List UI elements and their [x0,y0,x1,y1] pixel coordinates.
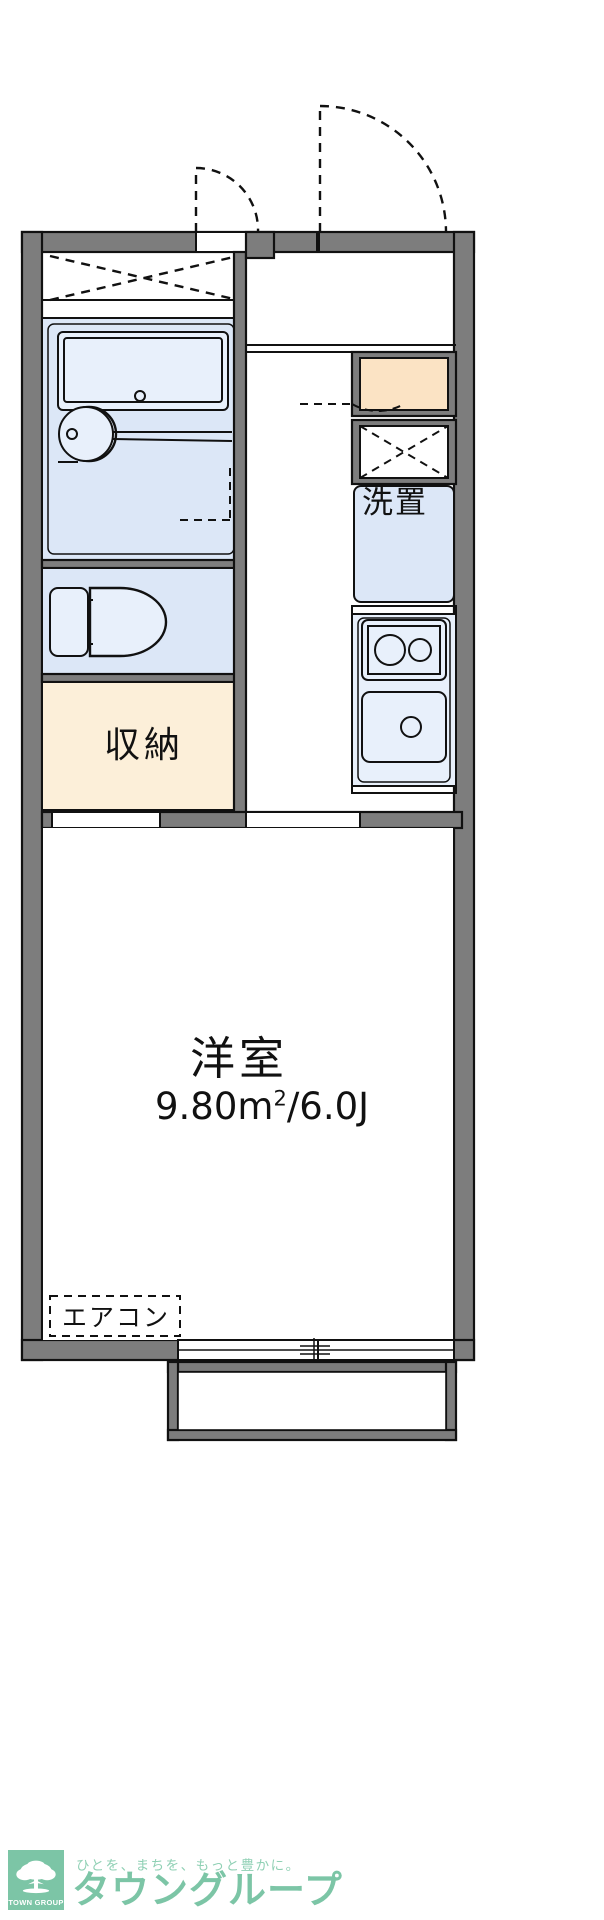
label-storage: 収納 [104,725,185,766]
wall-entry-stub [244,230,276,260]
label-air-conditioner: エアコン [62,1303,171,1332]
wall-toilet-storage [40,672,244,684]
shoe-cabinet [350,418,458,486]
entrance-door-opening [195,231,320,253]
storage-closet [41,681,241,811]
floor-plan-canvas: .wall { fill:#7d7d7d; stroke:#111; strok… [20,104,476,1442]
floor-plan-svg: .wall { fill:#7d7d7d; stroke:#111; strok… [20,104,476,1442]
vanity-sink-fixture [58,405,233,463]
town-group-logo-mark: TOWN GROUP [8,1850,64,1910]
label-room-name: 洋室 [190,1032,289,1085]
room-area-value: 9.80m [155,1085,274,1128]
logo-mark-text: TOWN GROUP [8,1898,64,1907]
wall-hall-partition [232,250,248,824]
kitchen-sink [361,691,447,763]
room-area-rest: /6.0J [286,1085,370,1128]
main-room-area [41,828,455,1340]
footer-branding: TOWN GROUP ひとを、まちを、もっと豊かに。 タウングループ [0,1840,604,1920]
label-washing-machine: 洗置 [362,485,428,521]
balcony-area [166,1338,458,1442]
brand-name: タウングループ [72,1868,343,1912]
label-room-area: 9.80m2/6.0J [155,1088,369,1125]
brand-tagline: ひとを、まちを、もっと豊かに。 [76,1858,301,1874]
toilet-room [41,567,241,675]
bathroom-unit [41,252,241,561]
bath-ceiling-marker [49,254,239,302]
closet-door-swing [300,352,405,412]
gas-stove-two-burner [361,619,447,681]
room-area-superscript: 2 [273,1086,287,1111]
entry-closet [350,350,458,418]
tree-icon [16,1860,56,1894]
entry-door-swing-arcs [194,104,448,233]
bathtub-fixture [57,331,229,411]
toilet-fixture [49,586,168,658]
kitchen-unit [351,605,457,794]
washing-machine-space [353,485,455,603]
wall-bath-toilet [40,558,244,570]
